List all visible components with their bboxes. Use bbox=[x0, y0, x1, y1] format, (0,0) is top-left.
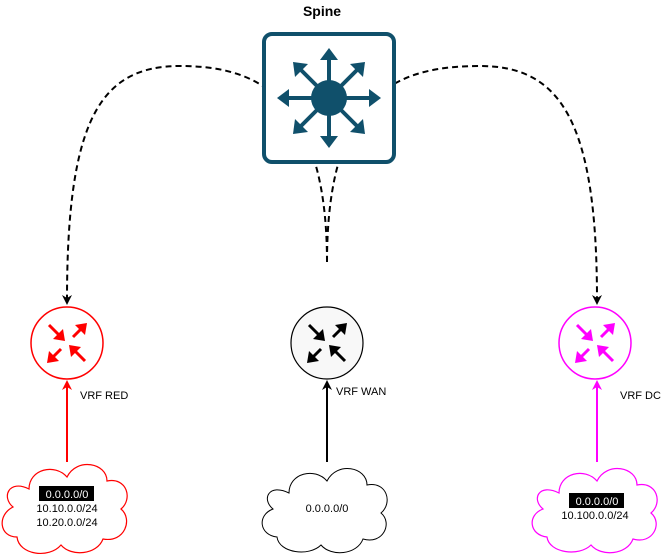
router-red-label: VRF RED bbox=[80, 390, 128, 402]
spine-switch-icon bbox=[262, 32, 396, 164]
router-red-icon bbox=[30, 306, 104, 380]
cloud-red-highlight: 0.0.0.0/0 bbox=[46, 489, 89, 501]
cloud-red-line-2: 10.20.0.0/24 bbox=[36, 517, 97, 529]
cloud-dc-highlight-bg bbox=[569, 493, 624, 508]
cloud-dc bbox=[531, 467, 658, 554]
cloud-dc-highlight: 0.0.0.0/0 bbox=[576, 496, 619, 508]
cloud-red-line-1: 10.10.0.0/24 bbox=[36, 503, 97, 515]
router-wan-label: VRF WAN bbox=[336, 386, 386, 398]
cloud-wan bbox=[261, 468, 388, 554]
cloud-dc-line-1: 10.100.0.0/24 bbox=[561, 510, 628, 522]
router-dc-icon bbox=[558, 306, 632, 380]
cloud-red bbox=[1, 463, 128, 554]
router-dc-label: VRF DC bbox=[620, 390, 661, 402]
router-wan-icon bbox=[290, 306, 364, 380]
cloud-red-highlight-bg bbox=[39, 486, 94, 501]
cloud-wan-line-1: 0.0.0.0/0 bbox=[306, 503, 349, 515]
spine-title: Spine bbox=[303, 3, 341, 19]
